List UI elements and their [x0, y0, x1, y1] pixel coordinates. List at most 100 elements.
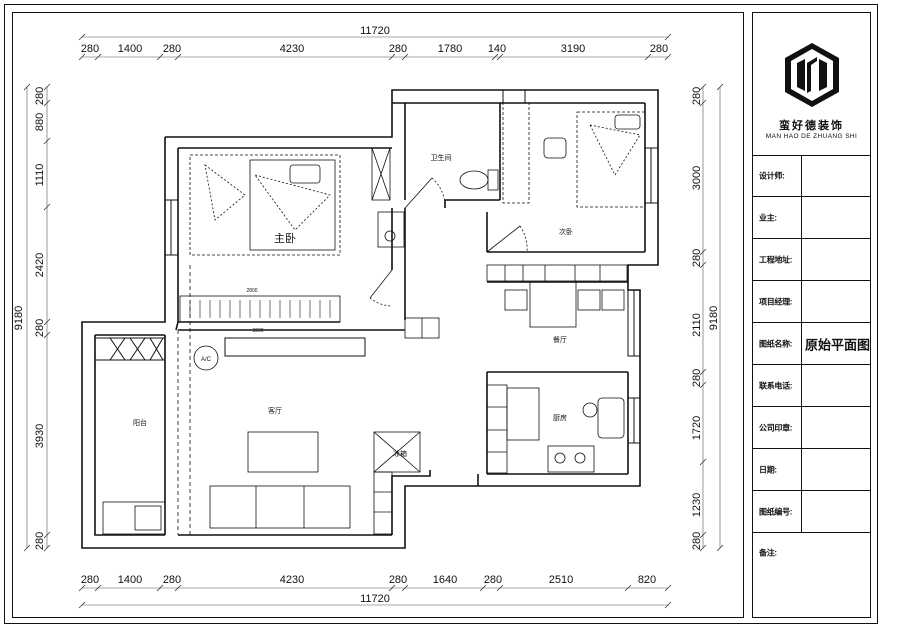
- logo-area: 蛮好德装饰 MAN HAO DE ZHUANG SHI: [753, 13, 870, 156]
- dim-tick: [699, 99, 707, 107]
- left-dim-6: 280: [34, 532, 46, 550]
- dim-tick: [78, 584, 86, 592]
- bottom-dim-7: 2510: [549, 574, 573, 586]
- dim-tick: [388, 584, 396, 592]
- dim-tick: [43, 83, 51, 91]
- dimension-lines: [26, 36, 721, 606]
- row-label: 日期:: [759, 465, 777, 474]
- dim-tick: [388, 53, 396, 61]
- left-dim-3: 2420: [34, 253, 46, 277]
- dim-tick: [699, 248, 707, 256]
- right-dim-4: 280: [691, 369, 703, 387]
- dim-tick: [699, 83, 707, 91]
- room-dining: 餐厅: [553, 335, 567, 344]
- bottom-dim-1: 1400: [118, 574, 142, 586]
- row-label: 公司印章:: [759, 423, 793, 432]
- room-balcony: 阳台: [133, 418, 147, 427]
- bottom-dim-0: 280: [81, 574, 99, 586]
- right-dim-0: 280: [691, 87, 703, 105]
- top-dim-2: 280: [163, 43, 181, 55]
- room-bathroom: 卫生间: [431, 153, 452, 162]
- room-second-bedroom: 次卧: [559, 227, 573, 236]
- row-label: 图纸编号:: [759, 507, 793, 516]
- wardrobe-dim: 2800: [246, 288, 257, 294]
- top-dim-4: 280: [389, 43, 407, 55]
- total-depth-right: 9180: [708, 306, 720, 330]
- row-date: 日期:: [753, 449, 870, 491]
- right-dim-3: 2110: [691, 313, 703, 337]
- room-labels: 主卧 卫生间 次卧 餐厅 厨房 客厅 阳台 冰箱 A/C 2800 3230: [133, 153, 573, 458]
- right-dim-2: 280: [691, 249, 703, 267]
- row-remarks: 备注:: [753, 533, 870, 573]
- top-dim-7: 3190: [561, 43, 585, 55]
- dim-tick: [78, 33, 86, 41]
- dim-tick: [699, 531, 707, 539]
- dim-tick: [664, 601, 672, 609]
- drawing-outer-frame: [4, 4, 878, 624]
- row-number: 图纸编号:: [753, 491, 870, 533]
- room-living: 客厅: [268, 406, 282, 415]
- dim-tick: [23, 544, 31, 552]
- row-owner: 业主:: [753, 197, 870, 239]
- left-dim-0: 280: [34, 87, 46, 105]
- top-dim-5: 1780: [438, 43, 462, 55]
- dim-tick: [78, 601, 86, 609]
- ac-label: A/C: [201, 357, 212, 363]
- dim-tick: [156, 53, 164, 61]
- dim-tick: [23, 83, 31, 91]
- right-dim-6: 1230: [691, 493, 703, 517]
- row-label: 联系电话:: [759, 381, 793, 390]
- dim-tick: [174, 53, 182, 61]
- dim-tick: [699, 458, 707, 466]
- dim-tick: [479, 584, 487, 592]
- dim-tick: [699, 381, 707, 389]
- room-kitchen: 厨房: [553, 413, 567, 422]
- dim-tick: [174, 584, 182, 592]
- bottom-dim-3: 4230: [280, 574, 304, 586]
- row-label: 项目经理:: [759, 297, 793, 306]
- left-dim-5: 3930: [34, 424, 46, 448]
- row-label: 图纸名称:: [759, 339, 793, 348]
- bottom-dim-2: 280: [163, 574, 181, 586]
- bottom-dim-4: 280: [389, 574, 407, 586]
- hexagon-logo-icon: [785, 43, 839, 107]
- floor-plan: 11720 11720 9180 9180 280 1400 280 4230 …: [13, 25, 724, 609]
- dim-tick: [624, 584, 632, 592]
- top-dim-0: 280: [81, 43, 99, 55]
- row-label: 业主:: [759, 213, 777, 222]
- row-label: 工程地址:: [759, 255, 793, 264]
- dim-tick: [699, 368, 707, 376]
- dim-tick: [43, 544, 51, 552]
- top-dim-3: 4230: [280, 43, 304, 55]
- dim-tick: [491, 53, 499, 61]
- row-address: 工程地址:: [753, 239, 870, 281]
- dim-tick: [401, 584, 409, 592]
- dim-tick: [43, 531, 51, 539]
- dim-tick: [94, 584, 102, 592]
- bottom-dim-6: 280: [484, 574, 502, 586]
- top-dim-1: 1400: [118, 43, 142, 55]
- bottom-dim-8: 820: [638, 574, 656, 586]
- left-dim-2: 1110: [34, 164, 46, 187]
- right-dim-7: 280: [691, 532, 703, 550]
- title-block: 蛮好德装饰 MAN HAO DE ZHUANG SHI 设计师: 业主: 工程地…: [752, 12, 871, 618]
- total-width-top: 11720: [360, 25, 390, 37]
- dim-tick: [43, 99, 51, 107]
- dim-tick: [43, 137, 51, 145]
- wall-outline: [81, 89, 659, 549]
- bedroom-width-dim: 3230: [252, 328, 263, 334]
- row-label: 设计师:: [759, 171, 785, 180]
- dim-tick: [401, 53, 409, 61]
- dim-tick: [156, 584, 164, 592]
- drawing-name-value: 原始平面图: [805, 337, 871, 352]
- row-label: 备注:: [759, 548, 777, 558]
- total-depth-left: 9180: [13, 306, 25, 330]
- furniture: [102, 102, 646, 535]
- fridge-label: 冰箱: [393, 449, 407, 458]
- dimension-labels: 280 1400 280 4230 280 1780 140 3190 280 …: [34, 43, 703, 586]
- dim-tick: [43, 331, 51, 339]
- dim-tick: [716, 83, 724, 91]
- windows: [94, 89, 659, 444]
- dim-tick: [699, 544, 707, 552]
- dim-tick: [699, 261, 707, 269]
